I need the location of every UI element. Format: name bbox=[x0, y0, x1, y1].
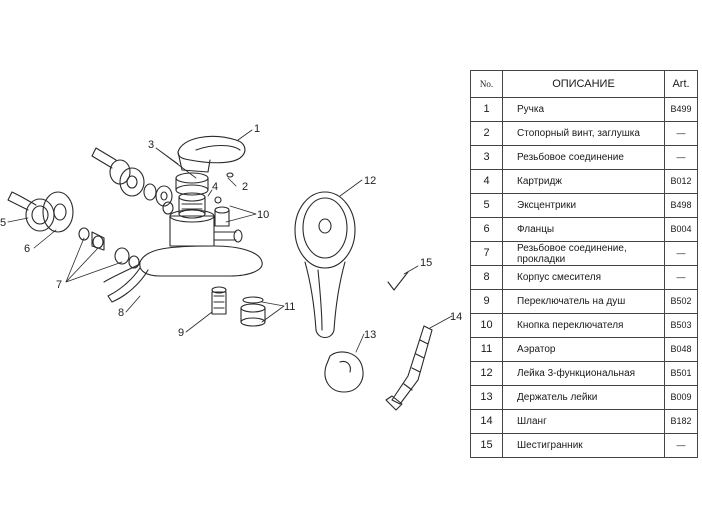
callout-6: 6 bbox=[24, 243, 30, 255]
header-description: ОПИСАНИЕ bbox=[502, 70, 665, 98]
header-article: Art. bbox=[664, 70, 698, 98]
row-article: — bbox=[664, 121, 698, 146]
row-description: Стопорный винт, заглушка bbox=[502, 121, 665, 146]
row-article: B503 bbox=[664, 313, 698, 338]
part-cartridge bbox=[175, 172, 209, 219]
callout-10: 10 bbox=[257, 209, 269, 221]
part-shower-holder bbox=[324, 351, 364, 393]
row-description: Картридж bbox=[502, 169, 665, 194]
part-shower-switch bbox=[211, 286, 227, 315]
part-hand-shower bbox=[294, 191, 356, 339]
callout-5: 5 bbox=[0, 217, 6, 229]
row-number: 10 bbox=[470, 313, 503, 338]
part-eccentric-right bbox=[91, 147, 173, 207]
part-aerator bbox=[240, 296, 266, 327]
row-article: B012 bbox=[664, 169, 698, 194]
callout-4: 4 bbox=[212, 181, 218, 193]
row-description: Кнопка переключателя bbox=[502, 313, 665, 338]
row-description: Эксцентрики bbox=[502, 193, 665, 218]
row-number: 4 bbox=[470, 169, 503, 194]
row-description: Переключатель на душ bbox=[502, 289, 665, 314]
callout-14: 14 bbox=[450, 311, 462, 323]
row-number: 5 bbox=[470, 193, 503, 218]
row-article: — bbox=[664, 145, 698, 170]
row-description: Держатель лейки bbox=[502, 385, 665, 410]
row-description: Аэратор bbox=[502, 337, 665, 362]
row-article: — bbox=[664, 265, 698, 290]
row-number: 1 bbox=[470, 97, 503, 122]
row-description: Шестигранник bbox=[502, 433, 665, 458]
row-article: B004 bbox=[664, 217, 698, 242]
row-description: Лейка 3-функциональная bbox=[502, 361, 665, 386]
row-number: 9 bbox=[470, 289, 503, 314]
row-number: 12 bbox=[470, 361, 503, 386]
header-number: No. bbox=[470, 70, 503, 98]
row-article: — bbox=[664, 433, 698, 458]
row-article: B498 bbox=[664, 193, 698, 218]
part-hex-key bbox=[387, 271, 409, 291]
part-mixer-body bbox=[103, 209, 263, 303]
row-description: Фланцы bbox=[502, 217, 665, 242]
row-number: 11 bbox=[470, 337, 503, 362]
part-handle bbox=[177, 135, 246, 178]
row-number: 13 bbox=[470, 385, 503, 410]
callout-7: 7 bbox=[56, 279, 62, 291]
row-number: 7 bbox=[470, 241, 503, 266]
part-hose bbox=[385, 325, 433, 411]
row-article: B502 bbox=[664, 289, 698, 314]
exploded-view-diagram: 1 2 3 4 5 6 7 8 9 10 11 12 13 14 15 bbox=[0, 123, 462, 411]
row-number: 6 bbox=[470, 217, 503, 242]
leader-lines bbox=[7, 129, 453, 353]
row-number: 3 bbox=[470, 145, 503, 170]
row-article: B499 bbox=[664, 97, 698, 122]
row-description: Резьбовое соединение, прокладки bbox=[502, 241, 665, 266]
row-article: B182 bbox=[664, 409, 698, 434]
row-article: — bbox=[664, 241, 698, 266]
callout-8: 8 bbox=[118, 307, 124, 319]
callout-1: 1 bbox=[254, 123, 260, 135]
row-description: Шланг bbox=[502, 409, 665, 434]
callout-15: 15 bbox=[420, 257, 432, 269]
row-article: B009 bbox=[664, 385, 698, 410]
row-number: 15 bbox=[470, 433, 503, 458]
callout-labels: 1 2 3 4 5 6 7 8 9 10 11 12 13 14 15 bbox=[0, 123, 462, 341]
row-description: Корпус смесителя bbox=[502, 265, 665, 290]
part-nuts-gaskets bbox=[78, 201, 174, 269]
row-article: B501 bbox=[664, 361, 698, 386]
row-number: 14 bbox=[470, 409, 503, 434]
row-number: 8 bbox=[470, 265, 503, 290]
table-header-row: No. ОПИСАНИЕ Art. bbox=[470, 70, 698, 98]
callout-3: 3 bbox=[148, 139, 154, 151]
callout-11: 11 bbox=[284, 301, 295, 313]
callout-2: 2 bbox=[242, 181, 248, 193]
part-eccentric-left bbox=[7, 191, 74, 233]
callout-12: 12 bbox=[364, 175, 376, 187]
row-description: Резьбовое соединение bbox=[502, 145, 665, 170]
row-number: 2 bbox=[470, 121, 503, 146]
part-switch-button bbox=[214, 196, 230, 227]
callout-13: 13 bbox=[364, 329, 376, 341]
callout-9: 9 bbox=[178, 327, 184, 339]
row-article: B048 bbox=[664, 337, 698, 362]
row-description: Ручка bbox=[502, 97, 665, 122]
